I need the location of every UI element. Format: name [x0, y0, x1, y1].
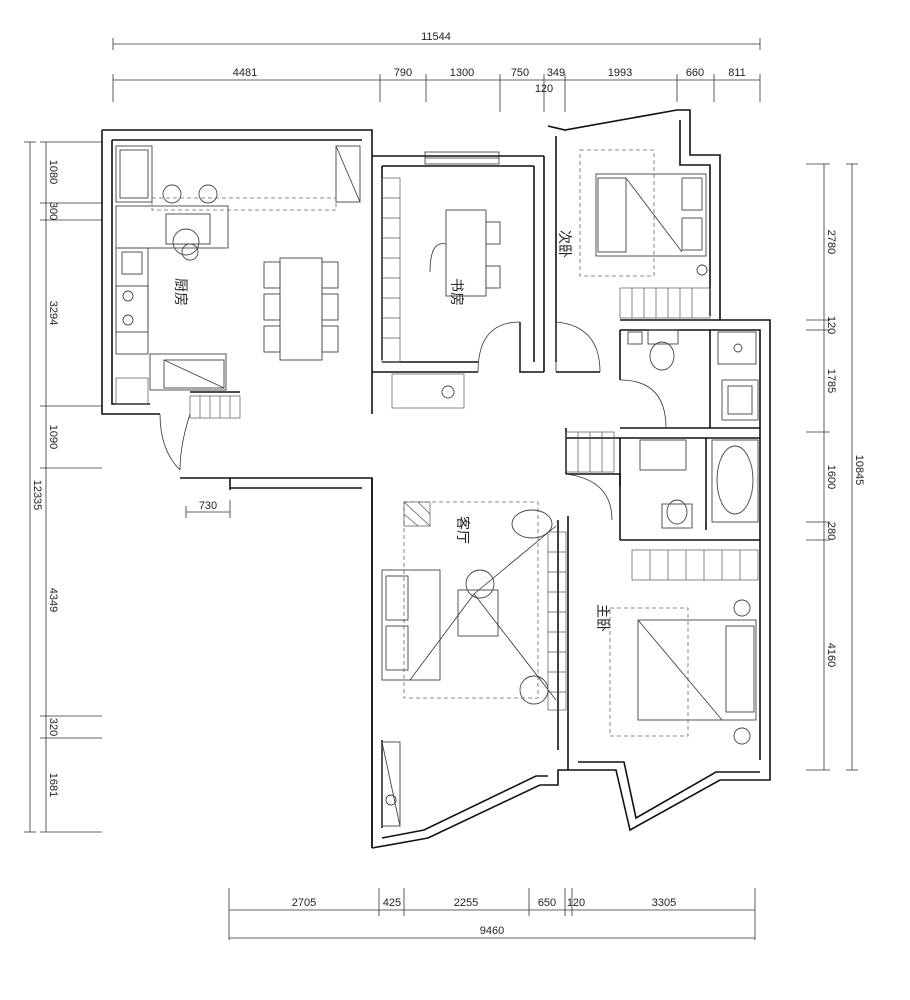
room-label-study: 书房: [448, 278, 464, 306]
left-seg-4: 4349: [47, 588, 59, 612]
top-seg-0: 4481: [233, 67, 257, 79]
top-sub-dim: 120: [535, 83, 553, 95]
right-seg-3: 1600: [825, 465, 837, 489]
top-seg-2: 1300: [450, 67, 474, 79]
bathroom-fixtures: [565, 329, 759, 581]
top-seg-3: 750: [511, 67, 529, 79]
right-seg-5: 4160: [825, 643, 837, 667]
room-label-master-bedroom: 主卧: [594, 604, 610, 632]
left-sub-dim: 730: [199, 500, 217, 512]
walls: [101, 109, 771, 849]
left-seg-3: 1090: [47, 425, 59, 449]
bottom-total-dim: 9460: [480, 925, 504, 937]
windows: [424, 151, 500, 165]
top-seg-4: 349: [547, 67, 565, 79]
living-room-furniture: 客厅: [381, 501, 567, 827]
top-seg-7: 811: [728, 67, 746, 79]
room-label-living-room: 客厅: [454, 516, 471, 544]
right-seg-2: 1785: [825, 369, 837, 393]
bottom-seg-1: 425: [383, 897, 401, 909]
study-furniture: 书房: [381, 177, 501, 409]
left-seg-6: 1681: [47, 773, 59, 797]
bottom-seg-2: 2255: [454, 897, 478, 909]
left-seg-0: 1080: [47, 160, 59, 184]
right-seg-0: 2780: [825, 230, 837, 254]
left-seg-5: 320: [47, 718, 59, 736]
bottom-seg-5: 3305: [652, 897, 676, 909]
top-seg-1: 790: [394, 67, 412, 79]
second-bedroom-furniture: 次卧: [556, 149, 711, 319]
room-label-kitchen: 厨房: [172, 278, 188, 306]
master-bedroom-furniture: 主卧: [594, 599, 757, 745]
right-seg-1: 120: [825, 316, 837, 334]
right-total-dim: 10845: [853, 455, 865, 486]
right-dimensions: 2780 120 1785 1600 280 4160 10845: [806, 163, 865, 771]
top-seg-5: 1993: [608, 67, 632, 79]
doors: [159, 321, 667, 521]
left-seg-2: 3294: [47, 301, 59, 325]
top-dimensions: 11544 4481 790 1300 750 349 1993 660 811…: [112, 31, 761, 112]
room-label-second-bedroom: 次卧: [556, 230, 572, 258]
top-seg-6: 660: [686, 67, 704, 79]
top-total-dim: 11544: [421, 31, 451, 43]
bottom-seg-0: 2705: [292, 897, 316, 909]
right-seg-4: 280: [825, 522, 837, 540]
bottom-seg-3: 650: [538, 897, 556, 909]
bottom-seg-4: 120: [567, 897, 585, 909]
left-seg-1: 300: [47, 202, 59, 220]
kitchen-furniture: 厨房: [115, 145, 361, 419]
left-total-dim: 12335: [31, 480, 43, 511]
left-dimensions: 12335 1080 300 3294 1090 4349 320 1681 7…: [24, 141, 231, 833]
bottom-dimensions: 2705 425 2255 650 120 3305 9460: [228, 888, 756, 940]
